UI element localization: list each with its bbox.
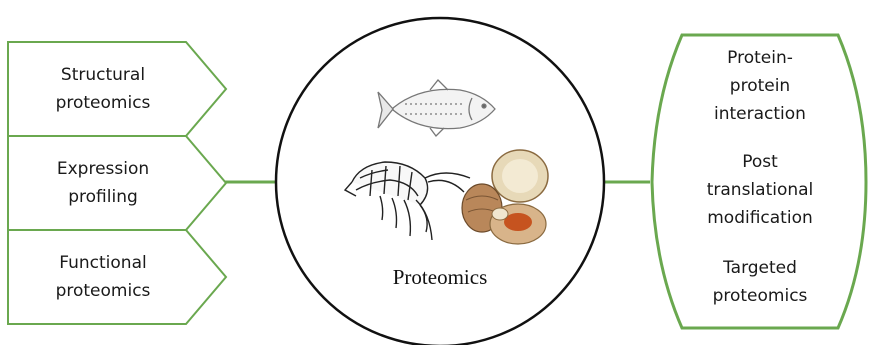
functional-line-1: Functional bbox=[8, 249, 198, 277]
interaction-line-3: interaction bbox=[660, 100, 860, 128]
center-title: Proteomics bbox=[345, 265, 535, 290]
targeted-line-2: proteomics bbox=[660, 282, 860, 310]
modification-line-2: translational bbox=[660, 176, 860, 204]
structural-line-1: Structural bbox=[8, 61, 198, 89]
left-box-expression-label: Expression profiling bbox=[8, 155, 198, 211]
expression-line-1: Expression bbox=[8, 155, 198, 183]
structural-line-2: proteomics bbox=[8, 89, 198, 117]
interaction-line-2: protein bbox=[660, 72, 860, 100]
targeted-line-1: Targeted bbox=[660, 254, 860, 282]
left-box-structural-label: Structural proteomics bbox=[8, 61, 198, 117]
right-group-interaction: Protein- protein interaction bbox=[660, 44, 860, 128]
left-box-functional-label: Functional proteomics bbox=[8, 249, 198, 305]
modification-line-1: Post bbox=[660, 148, 860, 176]
center-circle bbox=[276, 18, 604, 345]
interaction-line-1: Protein- bbox=[660, 44, 860, 72]
functional-line-2: proteomics bbox=[8, 277, 198, 305]
expression-line-2: profiling bbox=[8, 183, 198, 211]
right-group-targeted: Targeted proteomics bbox=[660, 254, 860, 310]
modification-line-3: modification bbox=[660, 204, 860, 232]
right-group-modification: Post translational modification bbox=[660, 148, 860, 232]
